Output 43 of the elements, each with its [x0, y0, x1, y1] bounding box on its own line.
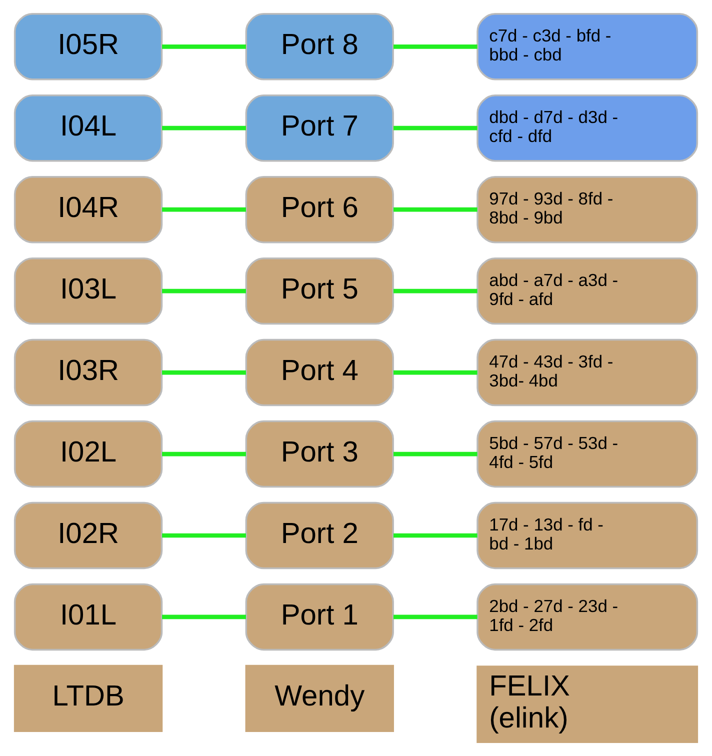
node-box: LTDB	[14, 664, 163, 732]
node-box: I01L	[14, 583, 163, 651]
node-box: Port 8	[245, 13, 394, 80]
node-box: I03R	[14, 338, 163, 406]
connector	[162, 370, 246, 375]
connector	[393, 207, 478, 212]
node-box: I03L	[14, 257, 163, 325]
node-box: c7d - c3d - bfd - bbd - cbd	[476, 13, 698, 80]
node-box: 5bd - 57d - 53d - 4fd - 5fd	[476, 420, 698, 488]
node-box: Wendy	[245, 664, 394, 732]
connector	[162, 44, 246, 49]
node-box: I02L	[14, 420, 163, 488]
connector	[162, 452, 246, 456]
connector	[162, 288, 246, 294]
connector	[393, 288, 478, 294]
node-box: 97d - 93d - 8fd - 8bd - 9bd	[476, 176, 698, 244]
node-box: 47d - 43d - 3fd - 3bd- 4bd	[476, 338, 698, 406]
node-box: I05R	[14, 13, 163, 80]
connector	[162, 207, 246, 212]
node-box: Port 2	[245, 502, 394, 570]
node-box: I02R	[14, 502, 163, 570]
node-box: Port 3	[245, 420, 394, 488]
node-box: Port 7	[245, 94, 394, 162]
connector	[393, 370, 478, 375]
connector	[393, 452, 478, 456]
node-box: Port 6	[245, 176, 394, 244]
node-box: Port 5	[245, 257, 394, 325]
connector	[393, 126, 478, 130]
connector	[393, 614, 478, 620]
connector	[162, 533, 246, 538]
connector	[162, 614, 246, 620]
node-box: Port 4	[245, 338, 394, 406]
node-box: 2bd - 27d - 23d - 1fd - 2fd	[476, 583, 698, 651]
node-box: Port 1	[245, 583, 394, 651]
node-box: I04L	[14, 94, 163, 162]
connector	[162, 126, 246, 130]
connector	[393, 533, 478, 538]
node-box: dbd - d7d - d3d - cfd - dfd	[476, 94, 698, 162]
node-box: I04R	[14, 176, 163, 244]
node-box: FELIX (elink)	[476, 666, 698, 743]
node-box: 17d - 13d - fd - bd - 1bd	[476, 502, 698, 570]
node-box: abd - a7d - a3d - 9fd - afd	[476, 257, 698, 325]
connector	[393, 44, 478, 49]
